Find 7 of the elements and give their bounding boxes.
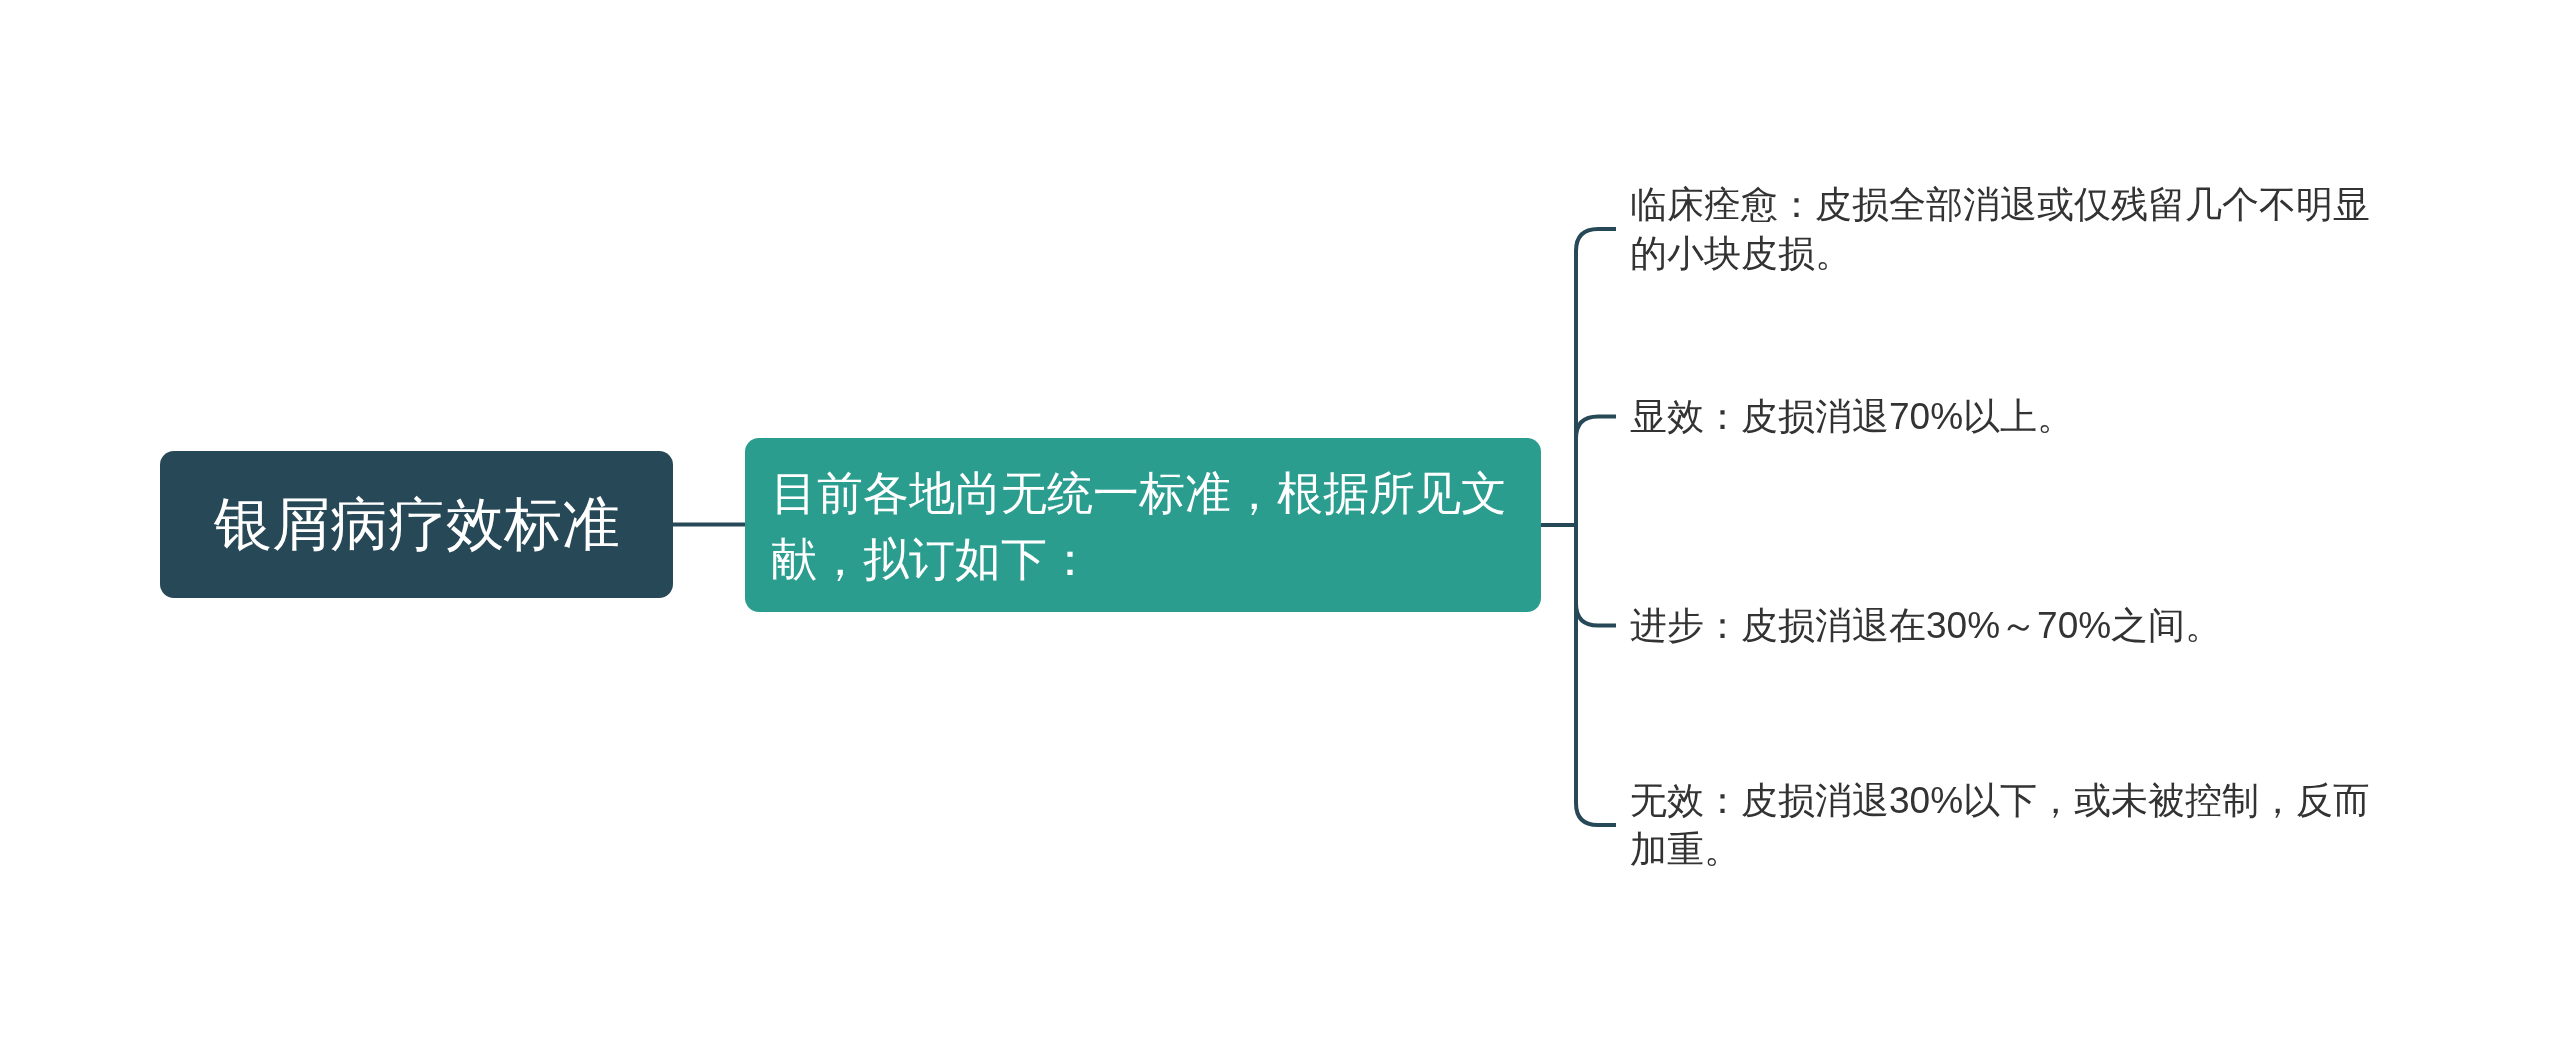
leaf-text: 进步：皮损消退在30%～70%之间。 xyxy=(1616,601,2406,650)
leaf-text: 显效：皮损消退70%以上。 xyxy=(1616,392,2406,441)
leaf-text: 临床痊愈：皮损全部消退或仅残留几个不明显的小块皮损。 xyxy=(1616,180,2406,278)
subtopic-box: 目前各地尚无统一标准，根据所见文献，拟订如下： xyxy=(745,438,1541,612)
topic-box: 银屑病疗效标准 xyxy=(160,451,673,598)
leaf-text: 无效：皮损消退30%以下，或未被控制，反而加重。 xyxy=(1616,776,2406,874)
connector-line xyxy=(673,522,745,527)
